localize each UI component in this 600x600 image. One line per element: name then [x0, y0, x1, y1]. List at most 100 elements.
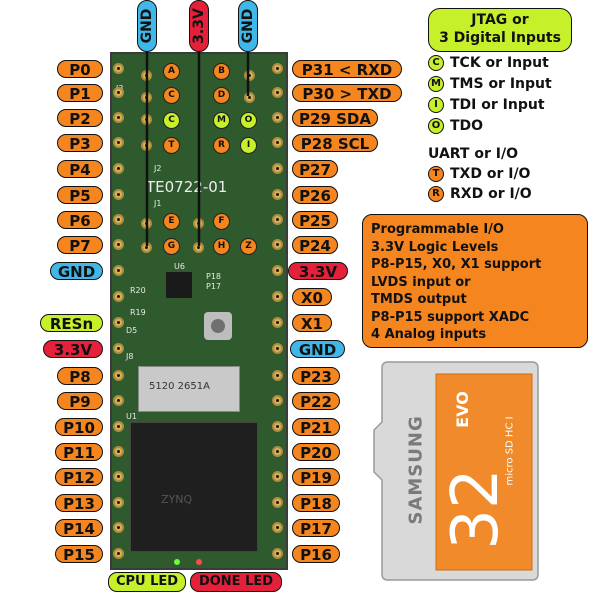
u6-chip	[166, 272, 192, 298]
left-pin-p3: P3	[57, 134, 103, 153]
edge-hole-right	[272, 63, 283, 74]
jtag-title-box: JTAG or 3 Digital Inputs	[428, 8, 572, 52]
edge-hole-right	[272, 189, 283, 200]
sd-slot-label: 5120 2651A	[149, 381, 210, 392]
tms-marker-icon: M	[428, 76, 444, 92]
edge-hole-right	[272, 291, 283, 302]
edge-hole-left	[113, 214, 124, 225]
edge-hole-left	[113, 137, 124, 148]
sd-capacity: 32	[439, 468, 513, 550]
inner-pad-hole	[244, 92, 255, 103]
top-pin-gnd-1: GND	[137, 0, 157, 52]
done-led-dot	[196, 559, 202, 565]
info-line-5: TMDS output	[371, 292, 467, 307]
left-pin-p14: P14	[55, 519, 103, 538]
right-pin-gnd: GND	[290, 340, 345, 359]
info-line-2: 3.3V Logic Levels	[371, 239, 499, 255]
edge-hole-left	[113, 548, 124, 559]
info-line-3: P8-P15, X0, X1 support	[371, 257, 542, 272]
right-pin-p22: P22	[292, 392, 340, 411]
right-pin-p16: P16	[292, 545, 340, 564]
cpu-led-dot	[174, 559, 180, 565]
edge-hole-right	[272, 421, 283, 432]
info-line-6: P8-P15 support XADC	[371, 309, 530, 325]
right-pin-p27: P27	[292, 160, 338, 179]
right-pin-x0: X0	[292, 288, 332, 307]
pad-marker-a: A	[163, 63, 180, 80]
right-pin-p28: P28 SCL	[292, 134, 378, 153]
edge-hole-left	[113, 343, 124, 354]
edge-hole-right	[272, 522, 283, 533]
left-pin-p7: P7	[57, 236, 103, 255]
right-pin-p19: P19	[292, 468, 340, 487]
left-pin-p1: P1	[57, 84, 103, 103]
edge-hole-right	[272, 214, 283, 225]
edge-hole-left	[113, 163, 124, 174]
tms-text: TMS or Input	[450, 76, 552, 92]
zynq-chip: ZYNQ	[130, 422, 258, 552]
silk-r19: R19	[130, 308, 146, 317]
left-pin-p2: P2	[57, 109, 103, 128]
tdi-marker-icon: I	[428, 97, 444, 113]
right-pin-3v3: 3.3V	[288, 262, 348, 281]
info-line-4: LVDS input or	[371, 274, 471, 290]
info-line-7: 4 Analog inputs	[371, 327, 487, 342]
pad-marker-i: I	[240, 137, 257, 154]
uart-title: UART or I/O	[428, 146, 518, 162]
edge-hole-left	[113, 395, 124, 406]
sd-series: EVO	[452, 391, 472, 428]
edge-hole-left	[113, 421, 124, 432]
right-pin-p25: P25	[292, 211, 338, 230]
top-pin-gnd-2: GND	[238, 0, 258, 52]
right-pin-p21: P21	[292, 418, 340, 437]
right-pin-x1: X1	[292, 314, 332, 333]
left-pin-p15: P15	[55, 545, 103, 564]
rxd-text: RXD or I/O	[450, 186, 532, 202]
tck-text: TCK or Input	[450, 55, 549, 71]
silk-u1: U1	[126, 412, 137, 421]
sd-slot: 5120 2651A	[138, 366, 240, 412]
right-pin-p23: P23	[292, 367, 340, 386]
right-pin-p18: P18	[292, 494, 340, 513]
right-pin-p30: P30 > TXD	[292, 84, 402, 103]
silk-p18: P18	[206, 272, 222, 281]
pad-marker-d: D	[213, 87, 230, 104]
edge-hole-right	[272, 548, 283, 559]
pad-marker-o: O	[240, 112, 257, 129]
pad-marker-g: G	[163, 238, 180, 255]
reset-button	[204, 312, 232, 340]
left-pin-p0: P0	[57, 60, 103, 79]
silk-u6: U6	[174, 262, 185, 271]
right-pin-p26: P26	[292, 186, 338, 205]
board-name: TE0722-01	[146, 178, 228, 196]
edge-hole-left	[113, 239, 124, 250]
left-pin-gnd: GND	[50, 262, 103, 281]
edge-hole-right	[272, 446, 283, 457]
right-pin-p31: P31 < RXD	[292, 60, 402, 79]
edge-hole-left	[113, 370, 124, 381]
right-pin-p17: P17	[292, 519, 340, 538]
top-pin-3v3: 3.3V	[189, 0, 209, 52]
sd-brand: SAMSUNG	[405, 415, 427, 525]
tdo-text: TDO	[450, 118, 484, 134]
silk-j1: J1	[154, 199, 162, 208]
done-led-label: DONE LED	[190, 572, 282, 592]
edge-hole-right	[272, 163, 283, 174]
left-pin-3v3: 3.3V	[43, 340, 103, 359]
io-info-box: Programmable I/O 3.3V Logic Levels P8-P1…	[362, 214, 588, 348]
pad-marker-z: Z	[240, 238, 257, 255]
edge-hole-right	[272, 395, 283, 406]
zynq-label: ZYNQ	[161, 493, 193, 506]
rxd-marker-icon: R	[428, 186, 444, 202]
left-pin-p8: P8	[57, 367, 103, 386]
silk-p17: P17	[206, 282, 222, 291]
legend-tms: M TMS or Input	[428, 76, 552, 92]
cpu-led-label: CPU LED	[108, 572, 186, 592]
left-pin-p13: P13	[55, 494, 103, 513]
left-pin-p6: P6	[57, 211, 103, 230]
edge-hole-right	[272, 471, 283, 482]
edge-hole-left	[113, 471, 124, 482]
